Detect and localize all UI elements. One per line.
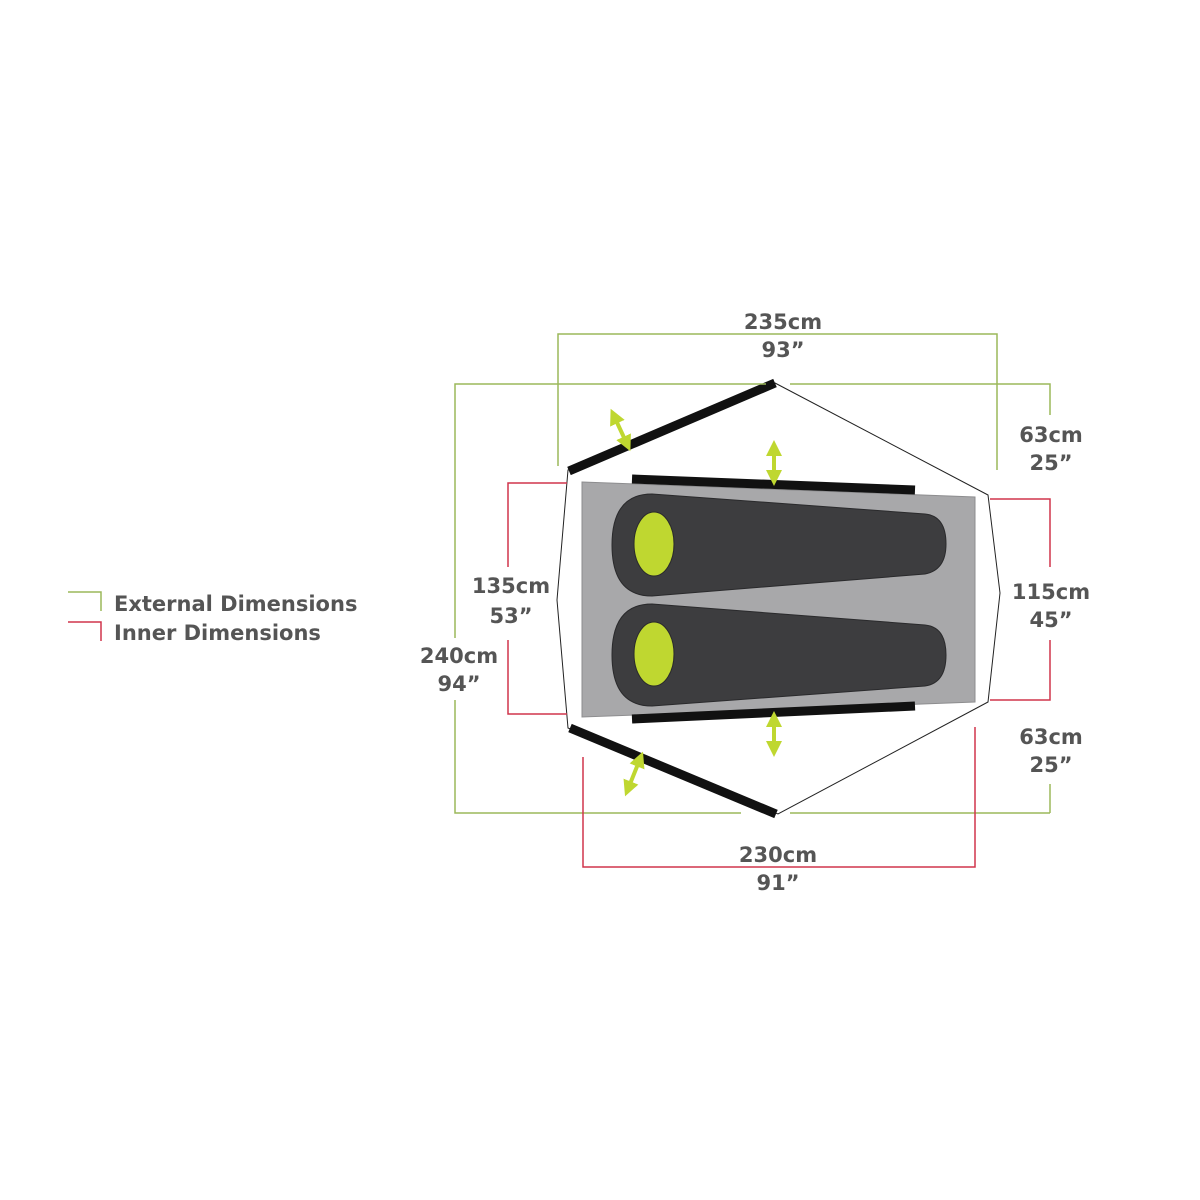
inner-right-imperial: 45”: [1029, 608, 1072, 632]
total-length-line-top: [454, 383, 766, 638]
bottom-width-line: [582, 727, 976, 868]
bottom-width-imperial: 91”: [756, 871, 799, 895]
pole-bottom-left: [568, 723, 778, 819]
legend-inner-swatch: [68, 621, 102, 641]
vestibule-bottom-metric: 63cm: [1019, 725, 1083, 749]
total-length-imperial: 94”: [437, 672, 480, 696]
total-length-line-bottom: [454, 700, 741, 814]
sleeping-bag-bottom: [611, 603, 947, 707]
pole-top-left: [567, 378, 777, 476]
bottom-width-metric: 230cm: [739, 843, 817, 867]
top-width-line: [557, 333, 998, 470]
vestibule-bottom-imperial: 25”: [1029, 753, 1072, 777]
legend: External Dimensions Inner Dimensions: [68, 591, 357, 645]
inner-dimension-lines: [507, 482, 1051, 868]
inner-left-line-top: [507, 482, 567, 567]
top-width-imperial: 93”: [761, 338, 804, 362]
vestibule-top-metric: 63cm: [1019, 423, 1083, 447]
total-length-metric: 240cm: [420, 644, 498, 668]
external-dimension-lines: [454, 333, 1051, 814]
sleeping-bag-head-bottom: [633, 621, 675, 687]
inner-left-metric: 135cm: [472, 574, 550, 598]
double-arrow-icon: [623, 751, 645, 797]
vestibule-line-top: [790, 383, 1051, 415]
inner-right-metric: 115cm: [1012, 580, 1090, 604]
inner-right-line-bottom: [990, 640, 1051, 701]
legend-external-label: External Dimensions: [114, 592, 357, 616]
sleeping-bag-top: [611, 493, 947, 597]
sleeping-bag-head-top: [633, 511, 675, 577]
top-width-metric: 235cm: [744, 310, 822, 334]
legend-external-swatch: [68, 591, 102, 611]
inner-right-line-top: [990, 498, 1051, 567]
inner-left-imperial: 53”: [489, 604, 532, 628]
sleeping-bag-icon: [611, 493, 947, 597]
legend-inner-label: Inner Dimensions: [114, 621, 321, 645]
inner-left-line-bottom: [507, 640, 567, 715]
vestibule-top-imperial: 25”: [1029, 451, 1072, 475]
sleeping-bag-icon: [611, 603, 947, 707]
double-arrow-icon: [610, 408, 631, 452]
